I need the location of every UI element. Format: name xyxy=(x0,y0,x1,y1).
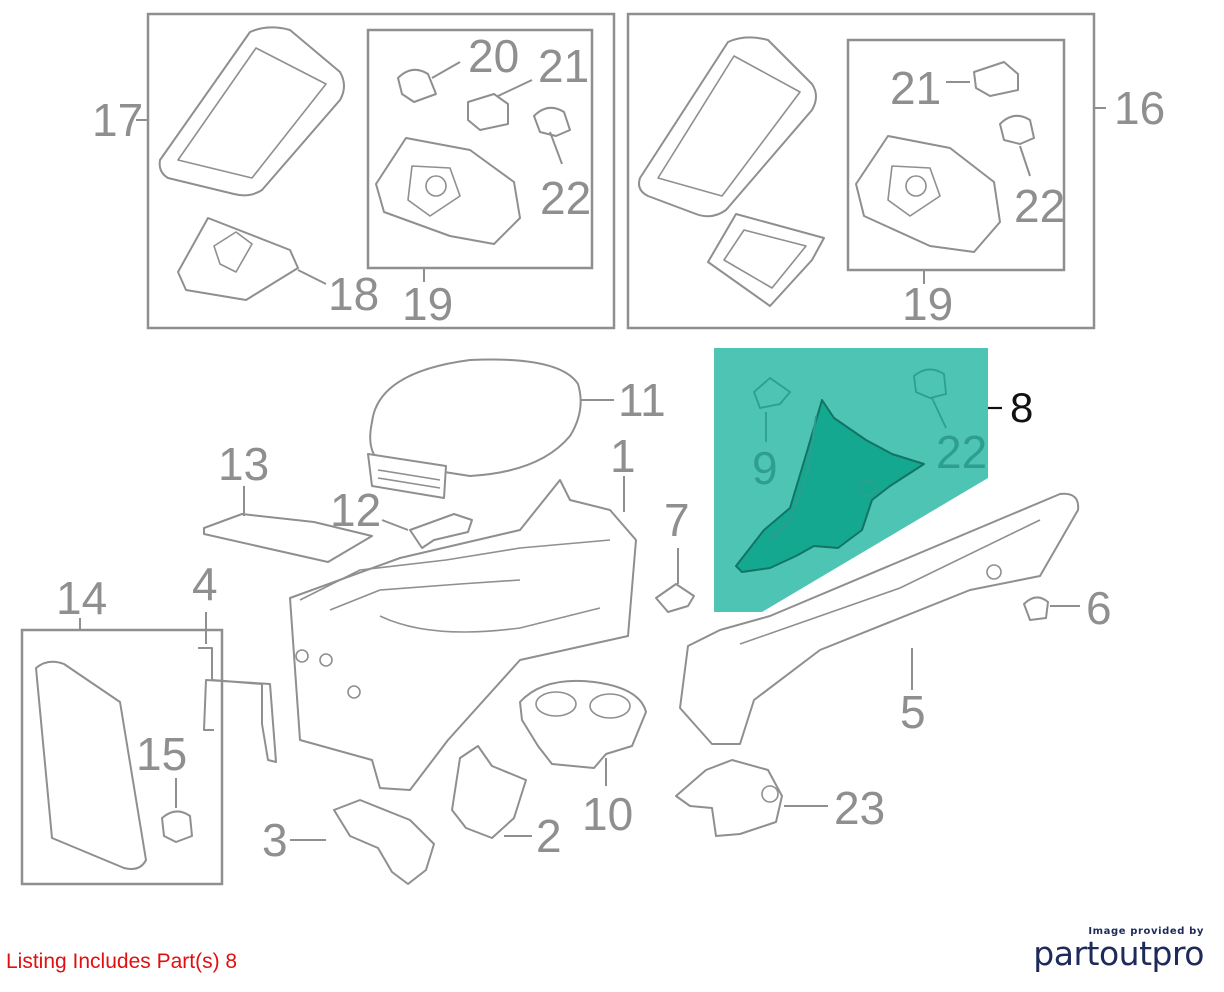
callout-7: 7 xyxy=(664,494,690,546)
callout-20: 20 xyxy=(468,30,519,82)
listing-caption: Listing Includes Part(s) 8 xyxy=(6,950,238,973)
callout-22-left: 22 xyxy=(540,172,591,224)
callout-17: 17 xyxy=(92,94,143,146)
callout-8: 8 xyxy=(1010,384,1033,431)
leaders-box-16 xyxy=(923,81,1106,284)
callout-23: 23 xyxy=(834,782,885,834)
highlighted-part-8 xyxy=(714,348,1002,612)
callout-19-right: 19 xyxy=(902,278,953,330)
callout-2: 2 xyxy=(536,810,562,862)
leaders-box-17 xyxy=(136,61,563,285)
callout-14: 14 xyxy=(56,572,107,624)
callout-19-left: 19 xyxy=(402,278,453,330)
callout-13: 13 xyxy=(218,438,269,490)
assembly-box-17 xyxy=(146,12,616,330)
brand-name: partoutpro xyxy=(1033,934,1204,973)
brand-tagline: Image provided by xyxy=(1088,926,1204,937)
callout-5: 5 xyxy=(900,686,926,738)
callout-10: 10 xyxy=(582,788,633,840)
callout-6: 6 xyxy=(1086,582,1112,634)
callout-21-left: 21 xyxy=(538,40,589,92)
callout-3: 3 xyxy=(262,814,288,866)
leaders-main xyxy=(79,399,1080,841)
callout-11: 11 xyxy=(618,374,666,426)
brand-logo: Image provided by partoutpro xyxy=(1033,926,1204,971)
callout-4: 4 xyxy=(192,558,218,610)
callout-22-right: 22 xyxy=(1014,180,1065,232)
callout-15: 15 xyxy=(136,728,187,780)
callout-1: 1 xyxy=(610,430,636,482)
callout-18: 18 xyxy=(328,268,379,320)
callout-16: 16 xyxy=(1114,82,1165,134)
callout-9: 9 xyxy=(752,442,778,494)
callout-12: 12 xyxy=(330,484,381,536)
callout-22-highlight: 22 xyxy=(936,426,987,478)
assembly-box-16 xyxy=(626,12,1096,330)
console-parts xyxy=(20,358,1080,886)
callout-21-right: 21 xyxy=(890,62,941,114)
